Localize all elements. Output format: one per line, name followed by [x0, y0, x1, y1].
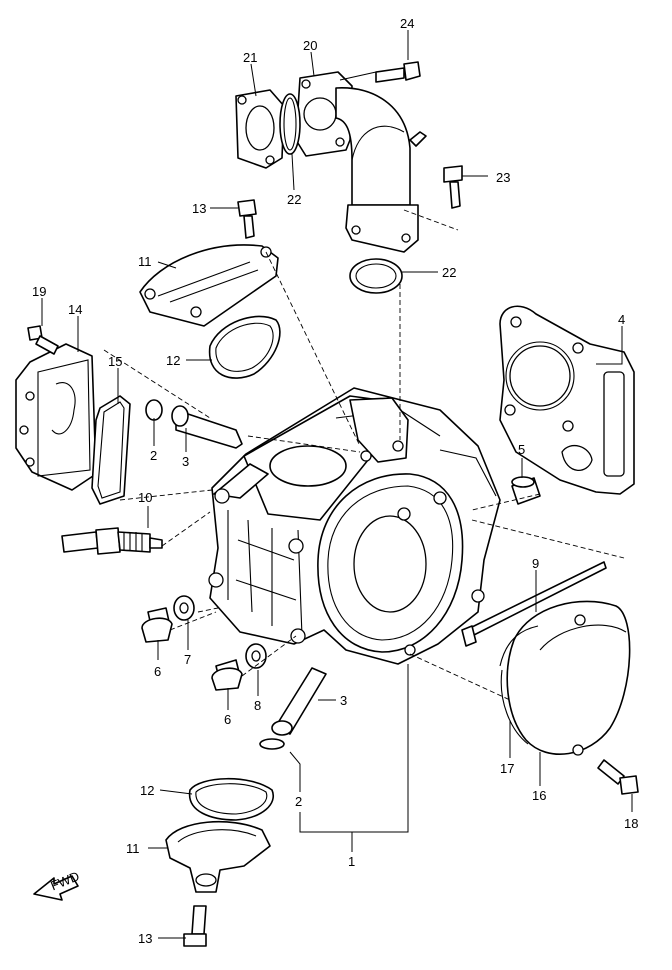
callout-17: 17	[500, 761, 514, 776]
callout-2: 2	[150, 448, 157, 463]
bolt-24	[375, 61, 421, 83]
callout-12: 12	[140, 783, 154, 798]
callout-20: 20	[303, 38, 317, 53]
callout-19: 19	[32, 284, 46, 299]
callout-6: 6	[224, 712, 231, 727]
callout-22: 22	[287, 192, 301, 207]
cylinder-head	[208, 387, 501, 665]
callout-10: 10	[138, 490, 152, 505]
valve-cover	[499, 600, 631, 756]
callout-6: 6	[154, 664, 161, 679]
bolt-18	[597, 759, 639, 795]
valve-guide-upper	[171, 405, 243, 449]
callout-5: 5	[518, 442, 525, 457]
callout-22: 22	[442, 265, 456, 280]
thermostat-cover-upper	[139, 244, 279, 327]
washer-7	[173, 595, 195, 621]
callout-12: 12	[166, 353, 180, 368]
callout-13: 13	[138, 931, 152, 946]
callout-16: 16	[532, 788, 546, 803]
callout-13: 13	[192, 201, 206, 216]
callout-23: 23	[496, 170, 510, 185]
cap-nut-lower	[211, 659, 243, 691]
thermostat-cover-lower	[165, 820, 271, 893]
callout-15: 15	[108, 354, 122, 369]
callout-24: 24	[400, 16, 414, 31]
callout-1: 1	[348, 854, 355, 869]
head-gasket	[499, 305, 635, 495]
callout-11: 11	[126, 841, 140, 856]
bolt-13-bottom	[183, 905, 207, 947]
callout-14: 14	[68, 302, 82, 317]
alignment-lines	[103, 209, 625, 701]
washer-8	[245, 643, 267, 669]
leader-lines	[41, 30, 633, 939]
callout-labels: 24 21 20 22 23 13 11 22 19 14 4 12 15 2 …	[32, 16, 638, 946]
callout-7: 7	[184, 652, 191, 667]
callout-2: 2	[295, 794, 302, 809]
callout-8: 8	[254, 698, 261, 713]
stud-bolt	[461, 561, 607, 647]
callout-9: 9	[532, 556, 539, 571]
intake-pipe	[295, 71, 427, 253]
intake-gasket	[235, 89, 285, 169]
side-cover	[15, 343, 97, 491]
dowel-pin	[511, 476, 541, 505]
thermostat-gasket-upper	[208, 315, 281, 379]
valve-guide-lower	[271, 667, 327, 736]
spark-plug	[61, 527, 163, 555]
clip-upper	[145, 399, 163, 421]
cap-nut-upper	[141, 607, 173, 643]
callout-21: 21	[243, 50, 257, 65]
bolt-23	[443, 165, 463, 209]
callout-3: 3	[182, 454, 189, 469]
o-ring-upper	[279, 93, 301, 155]
clip-lower	[259, 738, 285, 750]
callout-11: 11	[138, 254, 152, 269]
callout-3: 3	[340, 693, 347, 708]
bolt-13-top	[237, 199, 257, 239]
o-ring-lower	[349, 258, 403, 294]
callout-4: 4	[618, 312, 625, 327]
fwd-arrow-icon: FWD	[33, 868, 81, 901]
callout-18: 18	[624, 816, 638, 831]
bolt-19	[27, 325, 59, 355]
